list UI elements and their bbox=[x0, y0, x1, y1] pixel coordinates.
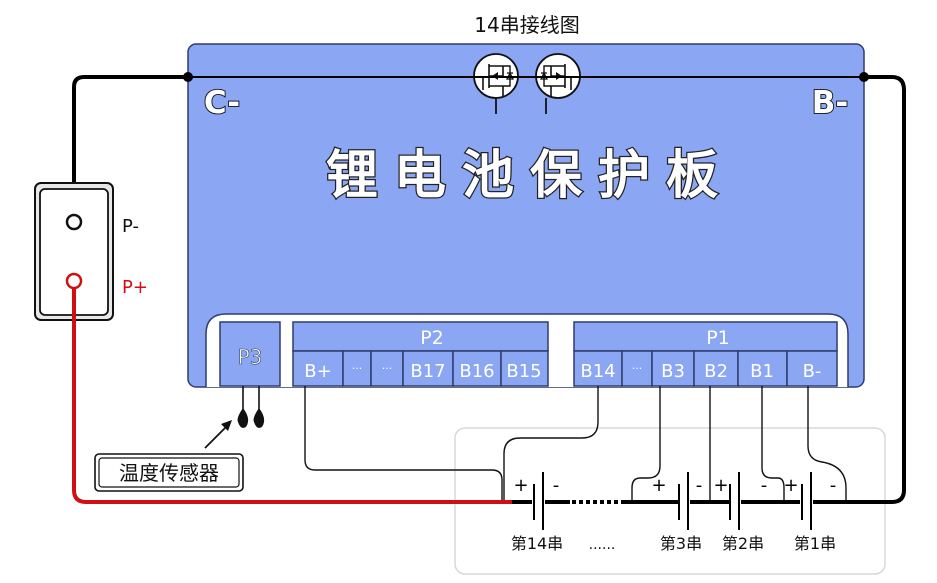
p-plus-label: P+ bbox=[122, 277, 148, 298]
p1-pin-b-minus: B- bbox=[803, 361, 822, 382]
wire-c-minus-to-p-minus bbox=[72, 75, 190, 224]
c-minus-label: C- bbox=[204, 85, 240, 121]
p2-pin-b16: B16 bbox=[459, 361, 494, 382]
cell-14-label: 第14串 bbox=[511, 534, 563, 553]
p1-connector: P1 B14 ··· B3 B2 B1 B- bbox=[573, 321, 838, 387]
p1-pin-b14: B14 bbox=[580, 361, 615, 382]
cell-3-icon bbox=[624, 472, 730, 530]
p1-label: P1 bbox=[706, 327, 730, 349]
p1-pin-b1: B1 bbox=[750, 361, 774, 382]
b-minus-label: B- bbox=[812, 85, 849, 121]
wire-b1 bbox=[761, 386, 785, 500]
cell-14-minus: - bbox=[553, 475, 560, 496]
cell-14-icon bbox=[512, 472, 570, 530]
p2-label: P2 bbox=[420, 327, 444, 349]
wire-b-minus-sense bbox=[807, 386, 847, 500]
output-terminal-block bbox=[34, 182, 114, 321]
p3-label: P3 bbox=[238, 345, 263, 369]
b-minus-junction bbox=[859, 72, 869, 82]
board-name: 锂电池保护板 bbox=[326, 146, 734, 206]
cell-1-label: 第1串 bbox=[794, 534, 836, 553]
cell-3-plus: + bbox=[651, 475, 666, 496]
p2-pin-ellipsis-2: ··· bbox=[382, 362, 393, 375]
p-minus-label: P- bbox=[122, 216, 139, 237]
cell-14-plus: + bbox=[513, 475, 528, 496]
cell-1-icon bbox=[801, 472, 848, 530]
p2-connector: P2 B+ ··· ··· B17 B16 B15 bbox=[292, 321, 549, 387]
cell-3-minus: - bbox=[696, 475, 703, 496]
p2-pin-ellipsis-1: ··· bbox=[352, 362, 363, 375]
temp-sensor-label-inner-box bbox=[98, 457, 240, 488]
cell-dots-label: ...... bbox=[589, 537, 616, 553]
cell-1-plus: + bbox=[783, 475, 798, 496]
p1-pin-b3: B3 bbox=[661, 361, 685, 382]
cell-2-icon bbox=[729, 472, 800, 530]
p-plus-terminal-icon bbox=[65, 272, 83, 290]
p2-pin-b-plus: B+ bbox=[304, 361, 331, 382]
wire-p-plus-to-battery bbox=[72, 288, 512, 504]
p1-pin-b2: B2 bbox=[704, 361, 728, 382]
p2-pin-b15: B15 bbox=[506, 361, 541, 382]
wire-b-minus-to-battery bbox=[844, 75, 906, 504]
cell-1-minus: - bbox=[830, 475, 837, 496]
cell-3-label: 第3串 bbox=[660, 534, 702, 553]
p1-pin-ellipsis: ··· bbox=[632, 362, 643, 375]
protection-board: C- B- 锂电池保护板 P3 P2 bbox=[187, 43, 865, 388]
p2-pin-b17: B17 bbox=[410, 361, 445, 382]
p-minus-terminal-icon bbox=[65, 213, 83, 231]
temperature-probe-icon bbox=[237, 386, 265, 428]
temp-sensor-label: 温度传感器 bbox=[119, 461, 219, 485]
cell-2-label: 第2串 bbox=[722, 534, 764, 553]
wire-b-plus bbox=[304, 386, 503, 500]
wire-b3 bbox=[631, 386, 661, 500]
battery-cells bbox=[512, 472, 848, 530]
cell-2-minus: - bbox=[761, 475, 768, 496]
wire-b14 bbox=[503, 386, 599, 500]
diagram-title: 14串接线图 bbox=[474, 13, 579, 37]
p3-connector bbox=[219, 321, 281, 387]
temp-sensor-arrow-icon bbox=[204, 420, 232, 449]
cell-2-plus: + bbox=[713, 475, 728, 496]
c-minus-junction bbox=[183, 72, 193, 82]
